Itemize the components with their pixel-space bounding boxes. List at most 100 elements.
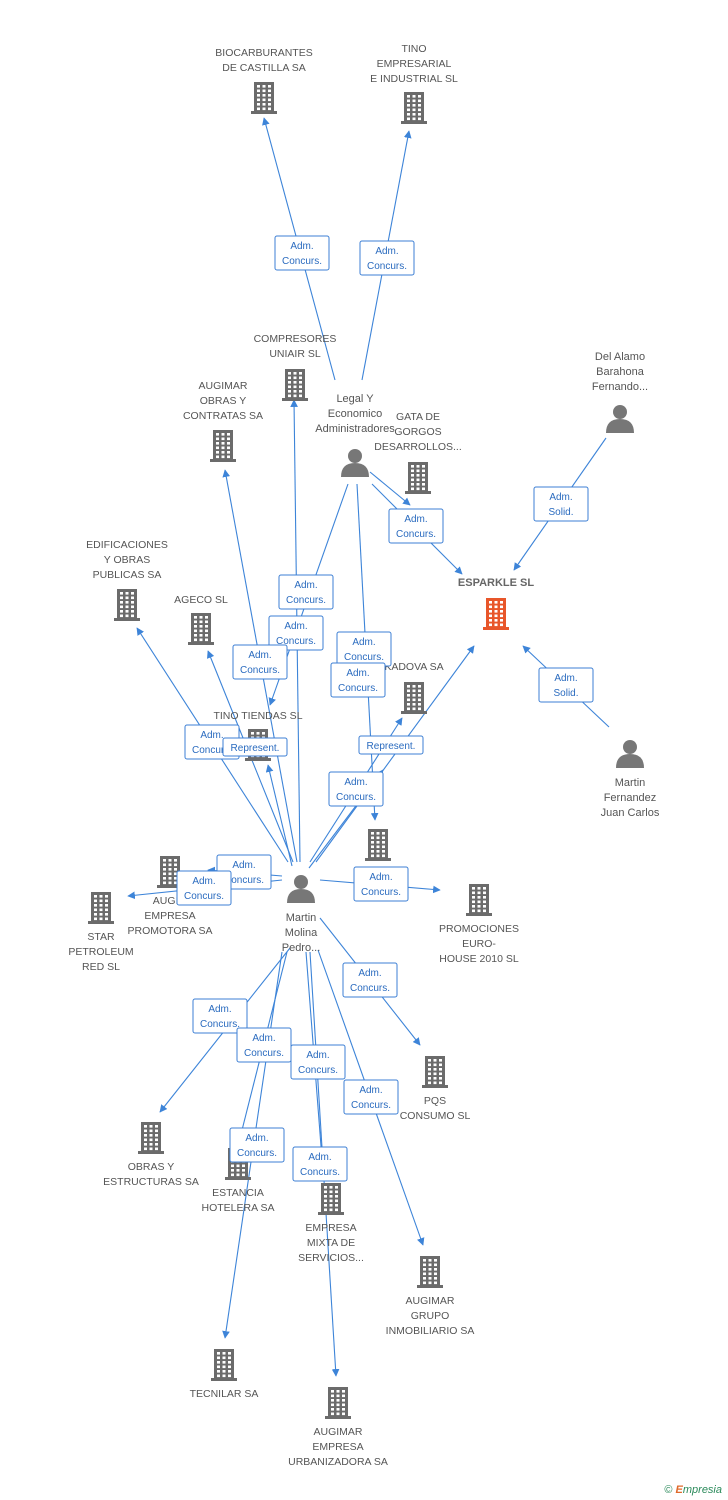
node-label-tino_emp[interactable]: E INDUSTRIAL SL <box>370 73 458 85</box>
node-label-star[interactable]: STAR <box>87 931 115 943</box>
node-label-tino_tiendas[interactable]: TINO TIENDAS SL <box>213 710 302 722</box>
node-label-del_alamo[interactable]: Fernando... <box>592 381 648 393</box>
company-building-icon[interactable] <box>318 1183 344 1215</box>
node-label-estancia[interactable]: ESTANCIA <box>212 1187 264 1199</box>
relation-label-text: Solid. <box>548 507 573 518</box>
company-building-icon[interactable] <box>138 1122 164 1154</box>
relation-label-text: Adm. <box>554 673 577 684</box>
person-icon[interactable] <box>616 740 644 768</box>
node-label-augimar_urbanizadora[interactable]: AUGIMAR <box>313 1426 362 1438</box>
node-label-martin_molina[interactable]: Pedro... <box>282 942 321 954</box>
main-company-icon[interactable] <box>483 598 509 630</box>
node-label-mixta[interactable]: MIXTA DE <box>307 1237 355 1249</box>
company-building-icon[interactable] <box>405 462 431 494</box>
node-label-promociones[interactable]: HOUSE 2010 SL <box>439 953 519 965</box>
node-label-mixta[interactable]: SERVICIOS... <box>298 1252 364 1264</box>
node-label-compresores[interactable]: UNIAIR SL <box>269 348 321 360</box>
node-label-martin_fernandez[interactable]: Fernandez <box>604 792 657 804</box>
node-label-del_alamo[interactable]: Barahona <box>596 366 645 378</box>
person-icon[interactable] <box>341 449 369 477</box>
node-label-biocarburantes[interactable]: DE CASTILLA SA <box>222 62 305 74</box>
node-label-augimar_obras[interactable]: OBRAS Y <box>200 395 247 407</box>
node-label-pqs[interactable]: CONSUMO SL <box>400 1110 471 1122</box>
node-label-obras_estructuras[interactable]: OBRAS Y <box>128 1161 175 1173</box>
company-building-icon[interactable] <box>114 589 140 621</box>
company-building-icon[interactable] <box>251 82 277 114</box>
node-label-gata[interactable]: GORGOS <box>394 426 441 438</box>
node-label-martin_fernandez[interactable]: Martin <box>615 777 646 789</box>
node-label-martin_fernandez[interactable]: Juan Carlos <box>601 807 660 819</box>
company-building-icon[interactable] <box>417 1256 443 1288</box>
node-label-gata[interactable]: GATA DE <box>396 411 440 423</box>
relation-label-text: Adm. <box>358 968 381 979</box>
company-building-icon[interactable] <box>466 884 492 916</box>
company-building-icon[interactable] <box>401 682 427 714</box>
relation-label-text: Represent. <box>231 743 280 754</box>
company-building-icon[interactable] <box>325 1387 351 1419</box>
node-label-edificaciones[interactable]: PUBLICAS SA <box>93 569 162 581</box>
node-label-mixta[interactable]: EMPRESA <box>305 1222 356 1234</box>
node-label-esparkle[interactable]: ESPARKLE SL <box>458 577 534 589</box>
node-label-gata[interactable]: DESARROLLOS... <box>374 441 462 453</box>
node-label-pqs[interactable]: PQS <box>424 1095 446 1107</box>
node-label-augimar_urbanizadora[interactable]: URBANIZADORA SA <box>288 1456 388 1468</box>
company-building-icon[interactable] <box>282 369 308 401</box>
node-label-star[interactable]: PETROLEUM <box>68 946 133 958</box>
node-label-tino_emp[interactable]: TINO <box>401 43 426 55</box>
node-label-augimar_obras[interactable]: CONTRATAS SA <box>183 410 263 422</box>
relation-label-text: Adm. <box>284 621 307 632</box>
node-label-kadova[interactable]: KADOVA SA <box>384 661 443 673</box>
node-label-legal[interactable]: Administradores <box>315 423 395 435</box>
node-label-augimar_urbanizadora[interactable]: EMPRESA <box>312 1441 363 1453</box>
relation-label-text: Concurs. <box>244 1048 284 1059</box>
relation-label-martin_molina-augimar_grupo: Adm.Concurs. <box>343 1079 399 1115</box>
relation-label-legal-tino_emp: Adm.Concurs. <box>359 240 415 276</box>
node-label-del_alamo[interactable]: Del Alamo <box>595 351 645 363</box>
relation-label-text: Adm. <box>248 650 271 661</box>
node-label-tino_emp[interactable]: EMPRESARIAL <box>377 58 452 70</box>
node-label-biocarburantes[interactable]: BIOCARBURANTES <box>215 47 312 59</box>
relation-label-martin_molina-tino_tiendas: Represent. <box>222 737 288 757</box>
node-label-tecnilar[interactable]: TECNILAR SA <box>190 1388 259 1400</box>
company-building-icon[interactable] <box>210 430 236 462</box>
relation-label-text: Adm. <box>369 872 392 883</box>
node-label-augimar_promotora[interactable]: PROMOTORA SA <box>128 925 213 937</box>
relation-label-martin_fernandez-esparkle: Adm.Solid. <box>538 667 594 703</box>
node-label-promociones[interactable]: PROMOCIONES <box>439 923 519 935</box>
node-label-augimar_grupo[interactable]: AUGIMAR <box>405 1295 454 1307</box>
company-building-icon[interactable] <box>157 856 183 888</box>
company-building-icon[interactable] <box>211 1349 237 1381</box>
person-icon[interactable] <box>606 405 634 433</box>
person-icon[interactable] <box>287 875 315 903</box>
node-label-estancia[interactable]: HOTELERA SA <box>202 1202 275 1214</box>
company-building-icon[interactable] <box>422 1056 448 1088</box>
company-building-icon[interactable] <box>188 613 214 645</box>
relation-label-martin_molina-star: Adm.Concurs. <box>176 870 232 906</box>
relation-label-text: Adm. <box>290 241 313 252</box>
node-label-augimar_obras[interactable]: AUGIMAR <box>198 380 247 392</box>
node-label-augimar_grupo[interactable]: INMOBILIARIO SA <box>386 1325 475 1337</box>
node-label-martin_molina[interactable]: Martin <box>286 912 317 924</box>
node-label-edificaciones[interactable]: EDIFICACIONES <box>86 539 168 551</box>
node-label-promociones[interactable]: EURO- <box>462 938 496 950</box>
node-label-ageco[interactable]: AGECO SL <box>174 594 228 606</box>
node-label-edificaciones[interactable]: Y OBRAS <box>104 554 151 566</box>
relation-label-martin_molina-augimar_obras: Adm.Concurs. <box>268 615 324 651</box>
relation-label-martin_molina-promociones: Adm.Concurs. <box>353 866 409 902</box>
node-label-legal[interactable]: Economico <box>328 408 382 420</box>
node-label-obras_estructuras[interactable]: ESTRUCTURAS SA <box>103 1176 199 1188</box>
node-label-augimar_grupo[interactable]: GRUPO <box>411 1310 450 1322</box>
node-label-martin_molina[interactable]: Molina <box>285 927 318 939</box>
relation-label-text: Concurs. <box>200 1019 240 1030</box>
relation-label-martin_molina-mixta: Adm.Concurs. <box>292 1146 348 1182</box>
node-label-legal[interactable]: Legal Y <box>336 393 374 405</box>
node-label-augimar_promotora[interactable]: EMPRESA <box>144 910 195 922</box>
company-building-icon[interactable] <box>88 892 114 924</box>
company-building-icon[interactable] <box>365 829 391 861</box>
node-label-compresores[interactable]: COMPRESORES <box>254 333 337 345</box>
node-label-star[interactable]: RED SL <box>82 961 120 973</box>
company-building-icon[interactable] <box>401 92 427 124</box>
relation-label-del_alamo-esparkle: Adm.Solid. <box>533 486 589 522</box>
relation-label-text: Adm. <box>352 637 375 648</box>
